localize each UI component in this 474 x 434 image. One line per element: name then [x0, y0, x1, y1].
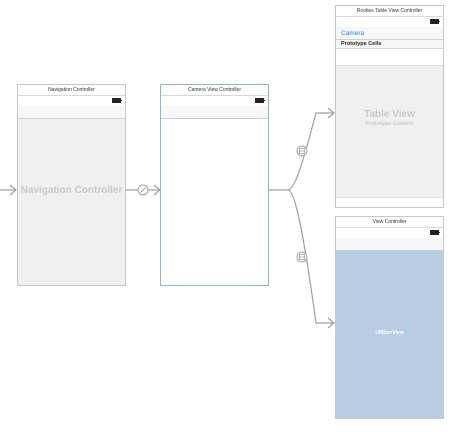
prototype-content-label: Prototype Content [365, 121, 414, 127]
toolbar-area [336, 197, 443, 207]
blur-view-label: UIBlurrView [375, 330, 404, 336]
show-segue-icon [296, 145, 308, 157]
scene-title[interactable]: View Controller [336, 217, 443, 228]
segue-line-to-view [287, 189, 335, 329]
navigation-bar[interactable]: Camera [336, 27, 443, 40]
battery-icon [430, 19, 440, 24]
status-bar [18, 96, 125, 106]
show-segue-icon [296, 251, 308, 263]
camera-view-controller-scene[interactable]: Camera View Controller [160, 84, 269, 286]
camera-nav-item[interactable]: Camera [341, 30, 365, 37]
table-view-placeholder: Table View Prototype Content [336, 66, 443, 197]
navigation-controller-label: Navigation Controller [20, 185, 123, 196]
status-bar [336, 17, 443, 27]
root-view-controller-icon [137, 184, 149, 196]
scene-title[interactable]: Rooties Table View Controller [336, 6, 443, 17]
rooties-table-view-controller-scene[interactable]: Rooties Table View Controller Camera Pro… [335, 5, 444, 208]
battery-icon [430, 230, 440, 235]
scene-title[interactable]: Camera View Controller [161, 85, 268, 96]
status-bar [161, 96, 268, 106]
navigation-controller-scene[interactable]: Navigation Controller Navigation Control… [17, 84, 126, 286]
battery-icon [112, 98, 122, 103]
navigation-controller-body: Navigation Controller [18, 119, 125, 285]
view-controller-scene[interactable]: View Controller UIBlurrView [335, 216, 444, 419]
initial-entry-arrow [0, 184, 17, 196]
navigation-bar[interactable] [161, 106, 268, 119]
table-view-label: Table View [364, 109, 415, 120]
prototype-cells-header: Prototype Cells [336, 40, 443, 49]
scene-title[interactable]: Navigation Controller [18, 85, 125, 96]
blur-view[interactable]: UIBlurrView [336, 250, 443, 418]
navigation-bar[interactable] [18, 106, 125, 119]
battery-icon [255, 98, 265, 103]
status-bar [336, 228, 443, 238]
table-row[interactable] [336, 57, 443, 66]
